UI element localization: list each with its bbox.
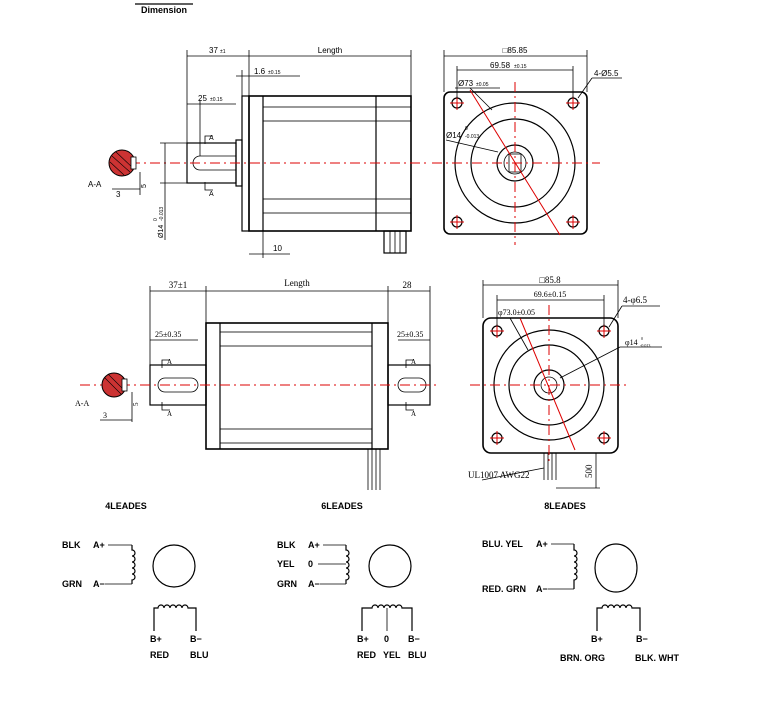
front-bolt-tol: ±0.15 bbox=[514, 64, 527, 70]
b-front-bolt: 69.6±0.15 bbox=[534, 290, 566, 299]
front-shaft-tol: -0.013 bbox=[465, 134, 479, 140]
wiring-6-title: 6LEADES bbox=[321, 501, 363, 511]
wiring-4-title: 4LEADES bbox=[105, 501, 147, 511]
dim-shaft-dia-tol: -0.013 bbox=[159, 207, 165, 221]
b-dim-5: 5 bbox=[132, 402, 140, 406]
b-dim-37: 37±1 bbox=[169, 280, 187, 290]
w4-a-minus-left: GRN bbox=[62, 579, 82, 589]
b-section-label: A-A bbox=[75, 399, 89, 408]
b-section-a-top-right: A bbox=[411, 358, 416, 366]
b-dim-28: 28 bbox=[403, 280, 413, 290]
dim-5: 5 bbox=[141, 184, 148, 188]
drawing-b-section: A-A 3 5 bbox=[75, 372, 140, 422]
w4-b-minus-color: BLU bbox=[190, 650, 209, 660]
drawing-a-section: A-A 3 5 bbox=[88, 149, 148, 199]
w6-b-plus-color: RED bbox=[357, 650, 377, 660]
w8-b-minus: B− bbox=[636, 634, 648, 644]
b-dim-25-right: 25±0.35 bbox=[397, 330, 423, 339]
b-front-holes: 4-φ6.5 bbox=[623, 295, 647, 305]
dim-25: 25 bbox=[198, 94, 207, 103]
w4-b-minus: B− bbox=[190, 634, 202, 644]
dim-37-tol: ±1 bbox=[220, 49, 226, 55]
wiring-4-leads: 4LEADES BLK A+ GRN A− B+ B− RED BLU bbox=[62, 501, 209, 660]
dim-10: 10 bbox=[273, 244, 282, 253]
w8-rotor-circle bbox=[594, 543, 638, 593]
w4-b-plus-color: RED bbox=[150, 650, 170, 660]
b-front-boss: φ73.0±0.05 bbox=[498, 308, 535, 317]
w4-b-plus: B+ bbox=[150, 634, 162, 644]
b-cable: UL1007 AWG22 bbox=[468, 470, 530, 480]
drawing-a-front-view: □85.85 69.58 ±0.15 Ø73 ±0.05 4-Ø5.5 Ø14 … bbox=[432, 46, 622, 245]
front-boss: Ø73 bbox=[458, 79, 474, 88]
front-shaft: Ø14 bbox=[446, 131, 462, 140]
w6-a-plus: A+ bbox=[308, 540, 320, 550]
section-a-bottom: A bbox=[209, 191, 214, 198]
drawing-b-front-view: □85.8 69.6±0.15 φ73.0±0.05 4-φ6.5 φ14 -0… bbox=[468, 275, 662, 489]
b-front-square: □85.8 bbox=[539, 275, 561, 285]
b-dim-25-left: 25±0.35 bbox=[155, 330, 181, 339]
section-label: A-A bbox=[88, 180, 102, 189]
b-section-a-top: A bbox=[167, 358, 172, 366]
dim-shaft-dia-tol-upper: 0 bbox=[153, 218, 159, 221]
w6-b-minus-color: BLU bbox=[408, 650, 427, 660]
w6-a-mid-left: YEL bbox=[277, 559, 295, 569]
section-a-top: A bbox=[209, 135, 214, 142]
w6-a-minus-left: GRN bbox=[277, 579, 297, 589]
b-front-shaft: φ14 bbox=[625, 338, 638, 347]
drawing-b-side-view: 37±1 Length 28 25±0.35 25±0.35 A A A A bbox=[80, 278, 440, 490]
w8-a-plus: A+ bbox=[536, 539, 548, 549]
b-front-shaft-tol: -0.013 bbox=[640, 343, 650, 348]
w6-a-minus: A− bbox=[308, 579, 320, 589]
page-title: Dimension bbox=[141, 5, 187, 15]
b-section-a-bottom: A bbox=[167, 410, 172, 418]
drawing-a-side-view: 37 ±1 Length 1.6 ±0.15 25 ±0.15 10 A A Ø… bbox=[130, 46, 430, 258]
dim-length: Length bbox=[318, 46, 342, 55]
dim-3: 3 bbox=[116, 190, 121, 199]
wiring-8-leads: 8LEADES BLU. YEL A+ RED. GRN A− B+ B− BR… bbox=[482, 501, 679, 663]
b-dim-length: Length bbox=[284, 278, 310, 288]
front-boss-tol: ±0.05 bbox=[476, 82, 489, 88]
front-bolt: 69.58 bbox=[490, 61, 511, 70]
front-square: □85.85 bbox=[503, 46, 528, 55]
wiring-6-leads: 6LEADES BLK A+ YEL 0 GRN A− B+ 0 B− RED … bbox=[277, 501, 427, 660]
w6-a-mid: 0 bbox=[308, 559, 313, 569]
w4-a-left: BLK bbox=[62, 540, 81, 550]
w8-a-minus: A− bbox=[536, 584, 548, 594]
w4-rotor-circle bbox=[152, 544, 196, 588]
front-shaft-tol-upper: 0 bbox=[465, 126, 468, 132]
w6-b-minus: B− bbox=[408, 634, 420, 644]
w6-b-mid: 0 bbox=[384, 634, 389, 644]
b-section-a-bottom-right: A bbox=[411, 410, 416, 418]
w8-a-minus-left: RED. GRN bbox=[482, 584, 526, 594]
dim-1-6: 1.6 bbox=[254, 67, 266, 76]
w6-a-left: BLK bbox=[277, 540, 296, 550]
b-front-shaft-tol-upper: 0 bbox=[641, 336, 643, 341]
w6-b-mid-color: YEL bbox=[383, 650, 401, 660]
dim-shaft-dia: Ø14 bbox=[158, 225, 165, 238]
w4-a-minus: A− bbox=[93, 579, 105, 589]
dim-1-6-tol: ±0.15 bbox=[268, 70, 281, 76]
w4-a-plus: A+ bbox=[93, 540, 105, 550]
w8-b-plus-color: BRN. ORG bbox=[560, 653, 605, 663]
b-dim-3: 3 bbox=[103, 411, 107, 420]
w8-b-minus-color: BLK. WHT bbox=[635, 653, 679, 663]
front-holes: 4-Ø5.5 bbox=[594, 69, 619, 78]
w8-a-left: BLU. YEL bbox=[482, 539, 523, 549]
w8-b-plus: B+ bbox=[591, 634, 603, 644]
w6-rotor-circle bbox=[368, 544, 412, 588]
dim-25-tol: ±0.15 bbox=[210, 97, 223, 103]
w6-b-plus: B+ bbox=[357, 634, 369, 644]
b-cable-length: 500 bbox=[584, 464, 594, 478]
wiring-8-title: 8LEADES bbox=[544, 501, 586, 511]
dim-37: 37 bbox=[209, 46, 218, 55]
